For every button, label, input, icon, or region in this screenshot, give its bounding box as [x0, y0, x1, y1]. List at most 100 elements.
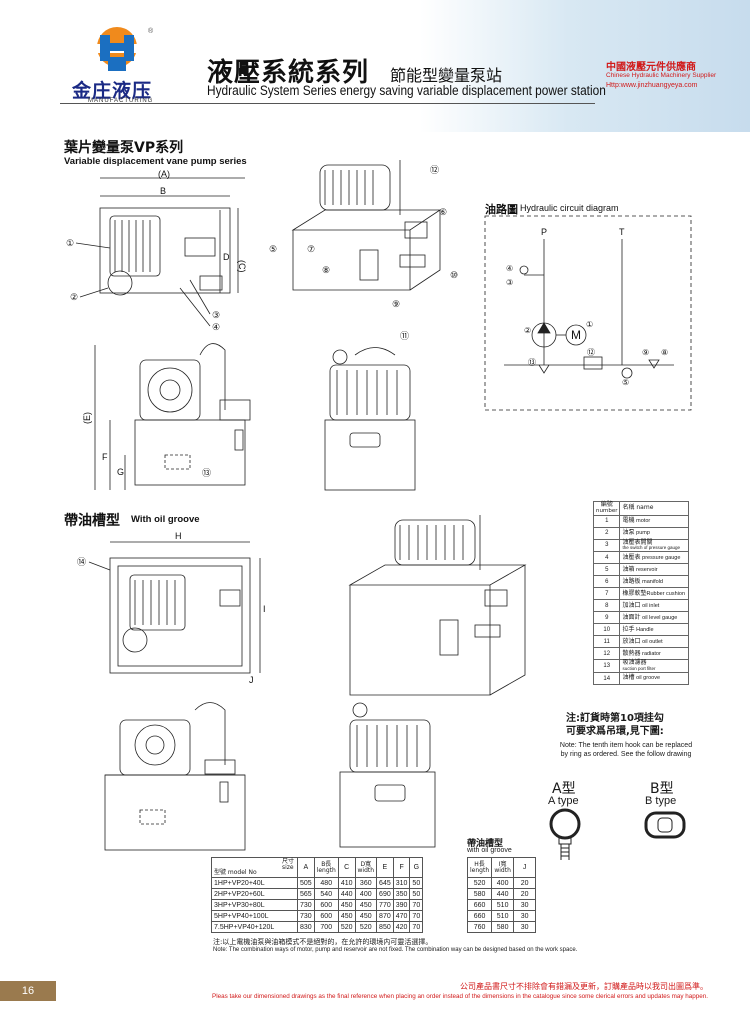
dim-label-e: (E): [82, 412, 92, 424]
dim-label-b: B: [160, 186, 166, 196]
circuit-callout-9: ⑨: [642, 348, 649, 357]
groove-isometric-drawing: [348, 515, 527, 696]
front-view-drawing: (E) F G ⑬: [82, 343, 251, 490]
legend-header-name: 名稱 name: [619, 501, 689, 516]
dims-header: F: [392, 857, 411, 878]
dims-header: C: [337, 857, 356, 878]
dims-header: D寬 width: [354, 857, 378, 878]
footer-disclaimer-en: Pleas take our dimensioned drawings as t…: [212, 993, 708, 1000]
dim-label-g: G: [117, 467, 124, 477]
hydraulic-circuit-diagram: P T M ④ ③ ② ① ⑬ ⑫ ⑤ ⑨ ⑧: [484, 215, 692, 411]
groove-top-view-drawing: H I J ⑭: [77, 531, 266, 685]
callout-6: ⑥: [439, 207, 447, 217]
header-divider: [60, 103, 595, 104]
table-note-en: Note: The combination ways of motor, pum…: [213, 947, 578, 953]
groove-front-view-drawing: [104, 702, 246, 851]
dims-header: E: [376, 857, 394, 878]
oil-groove-heading-english: With oil groove: [131, 514, 200, 525]
circuit-callout-8: ⑧: [661, 348, 668, 357]
hook-note-cn: 注:訂貨時第10項挂勾 可要求爲吊環,見下圖:: [566, 713, 664, 737]
circuit-callout-4: ④: [506, 264, 513, 273]
isometric-drawing: ⑫ ⑥ ⑤ ⑦ ⑧ ⑨ ⑩ ⑪: [269, 160, 458, 341]
dims-corner-cell: 尺寸 size 型號 model No: [211, 857, 298, 878]
header-gradient: [420, 0, 750, 132]
footer-disclaimer-cn: 公司產品書尺寸不排除會有錯漏及更新，訂購產品時以我司出圖爲準。: [460, 982, 708, 991]
svg-text:®: ®: [148, 27, 154, 35]
dim-label-d: D: [223, 252, 230, 262]
groove-header: H長 length: [466, 857, 493, 878]
logo-text: 金庄液压: [72, 80, 153, 102]
groove-header: I寬 width: [491, 857, 515, 878]
motor-symbol-label: M: [571, 328, 581, 342]
groove-side-view-drawing: [339, 702, 436, 848]
callout-11: ⑪: [400, 331, 409, 341]
callout-1: ①: [66, 238, 74, 248]
oil-groove-heading: 帶油槽型: [64, 513, 120, 529]
vane-pump-heading: 葉片變量泵VP系列: [64, 140, 184, 156]
circuit-callout-3: ③: [506, 278, 513, 287]
circuit-callout-1: ①: [586, 320, 593, 329]
table-note-cn: 注:以上電機油泵與油箱模式不是絕對的，在允許的環境内可靈活選擇。: [213, 938, 433, 946]
circuit-callout-12: ⑫: [587, 348, 595, 357]
groove-table-title-english: with oil groove: [467, 847, 512, 854]
type-a-label-english: A type: [548, 795, 579, 807]
circuit-heading-english: Hydraulic circuit diagram: [520, 203, 619, 213]
groove-table-title: 帶油槽型: [467, 839, 504, 849]
company-logo-icon: ®: [97, 27, 154, 71]
dim-label-c: (C): [237, 260, 247, 273]
callout-9: ⑨: [392, 299, 400, 309]
type-b-label-english: B type: [645, 795, 677, 807]
circuit-heading: 油路圖: [485, 203, 518, 216]
hook-note-en: Note: The tenth item hook can be replace…: [559, 742, 693, 758]
callout-13: ⑬: [202, 468, 211, 478]
vane-pump-heading-english: Variable displacement vane pump series: [64, 156, 247, 167]
dims-header: B長 length: [313, 857, 339, 878]
lifting-ring-a-icon: [549, 808, 581, 860]
callout-4: ④: [212, 322, 220, 332]
type-b-label: B型: [650, 781, 674, 797]
callout-3: ③: [212, 310, 220, 320]
dims-header: G: [409, 857, 424, 878]
dim-label-h: H: [175, 531, 182, 541]
callout-5: ⑤: [269, 244, 277, 254]
type-a-label: A型: [552, 781, 576, 797]
supplier-label: 中國液壓元件供應商: [606, 62, 696, 73]
circuit-callout-13: ⑬: [528, 358, 536, 367]
top-view-drawing: (A) B D (C) ① ② ③ ④: [66, 169, 247, 332]
callout-7: ⑦: [307, 244, 315, 254]
dim-label-i: I: [263, 604, 266, 614]
port-t-label: T: [619, 227, 625, 237]
supplier-label-english: Chinese Hydraulic Machinery Supplier: [606, 72, 717, 79]
callout-10: ⑩: [450, 270, 458, 280]
page-number: 16: [0, 981, 56, 1001]
side-view-drawing: [324, 347, 416, 491]
dimension-table: 尺寸 size 型號 model No A B長 length C D寬 wid…: [211, 857, 424, 933]
callout-8: ⑧: [322, 265, 330, 275]
circuit-callout-5: ⑤: [622, 378, 629, 387]
page-subtitle: 節能型變量泵站: [390, 66, 503, 85]
page-title: 液壓系統系列: [207, 58, 370, 88]
dim-label-f: F: [102, 452, 108, 462]
groove-header: J: [513, 857, 537, 878]
dims-header: A: [297, 857, 315, 878]
port-p-label: P: [541, 227, 547, 237]
